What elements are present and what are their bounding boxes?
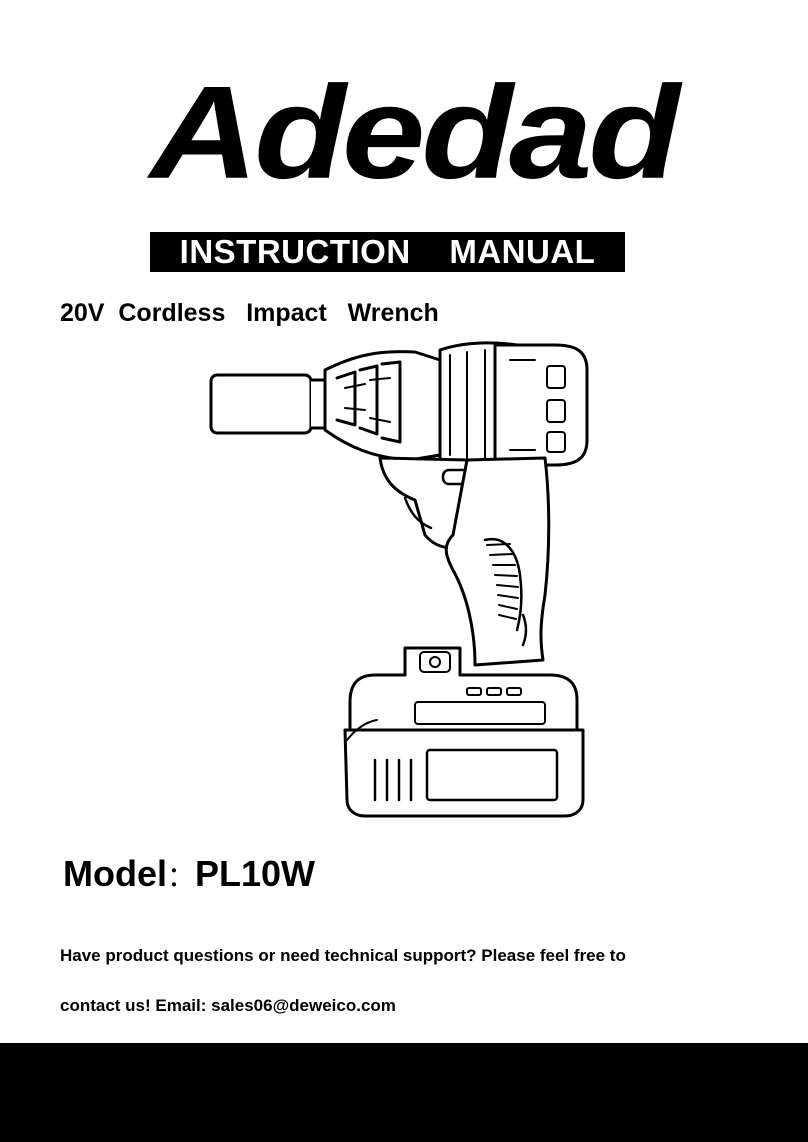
footer-bar xyxy=(0,1043,808,1142)
title-part-1: INSTRUCTION xyxy=(179,233,411,270)
support-text-line-2: contact us! Email: sales06@deweico.com xyxy=(60,996,396,1015)
model-label: Model xyxy=(63,853,167,894)
brand-logo: Adedad xyxy=(149,58,680,206)
support-text-line-1: Have product questions or need technical… xyxy=(60,946,626,965)
product-subtitle: 20V Cordless Impact Wrench xyxy=(60,299,439,327)
model-separator: ： xyxy=(167,861,196,892)
model-number: Model：PL10W xyxy=(63,852,315,899)
model-value: PL10W xyxy=(195,853,316,894)
title-part-2: MANUAL xyxy=(449,233,596,270)
manual-title-bar: INSTRUCTION MANUAL xyxy=(150,232,625,272)
impact-wrench-illustration xyxy=(209,341,589,818)
